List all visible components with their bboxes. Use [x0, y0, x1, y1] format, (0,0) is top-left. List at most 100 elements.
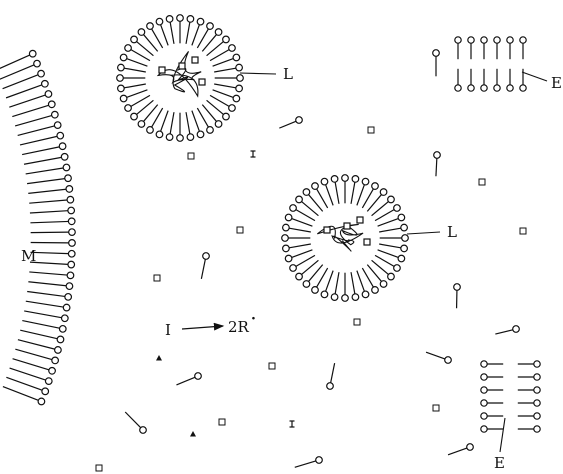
surfactant-molecule: [426, 352, 451, 363]
surfactant-tail: [448, 448, 467, 455]
surfactant-head: [296, 196, 303, 203]
surfactant-molecule: [20, 132, 64, 145]
surfactant-head: [534, 426, 540, 432]
surfactant-molecule: [468, 37, 474, 59]
surfactant-head: [166, 134, 173, 141]
surfactant-molecule: [210, 45, 235, 61]
liposome-top-leader: [240, 73, 276, 74]
surfactant-tail: [0, 65, 34, 80]
surfactant-head: [120, 95, 127, 102]
surfactant-tail: [152, 29, 163, 48]
surfactant-head: [481, 387, 487, 393]
surfactant-molecule: [351, 272, 359, 300]
surfactant-tail: [24, 157, 61, 164]
surfactant-tail: [295, 461, 316, 467]
surfactant-head: [131, 36, 138, 43]
surfactant-head: [362, 178, 369, 185]
surfactant-molecule: [331, 176, 339, 204]
label-leaders: [240, 72, 547, 452]
surfactant-molecule: [30, 218, 75, 225]
surfactant-head: [59, 326, 66, 333]
surfactant-molecule: [295, 457, 323, 468]
surfactant-head: [388, 196, 395, 203]
surfactant-head: [534, 400, 540, 406]
surfactant-head: [481, 361, 487, 367]
surfactant-tail: [426, 352, 445, 359]
surfactant-head: [283, 224, 290, 231]
surfactant-head: [52, 357, 59, 364]
surfactant-molecule: [327, 363, 335, 389]
surfactant-molecule: [372, 260, 395, 280]
surfactant-head: [233, 95, 240, 102]
surfactant-tail: [131, 95, 150, 106]
surfactant-head: [187, 16, 194, 23]
surfactant-molecule: [120, 90, 147, 102]
surfactant-molecule: [27, 291, 71, 300]
surfactant-molecule: [367, 189, 387, 212]
surfactant-molecule: [481, 37, 487, 59]
surfactant-tail: [152, 108, 163, 127]
surfactant-head: [534, 387, 540, 393]
surfactant-head: [534, 374, 540, 380]
surfactant-molecule: [518, 361, 540, 367]
surfactant-molecule: [494, 37, 500, 59]
surfactant-molecule: [197, 23, 213, 48]
surfactant-head: [61, 154, 68, 161]
surfactant-tail: [13, 359, 49, 370]
surfactant-molecule: [312, 183, 328, 208]
surfactant-head: [197, 131, 204, 138]
surfactant-tail: [27, 291, 65, 296]
surfactant-head: [38, 70, 45, 77]
surfactant-tail: [3, 75, 38, 89]
surfactant-molecule: [30, 261, 75, 268]
surfactant-tail: [161, 25, 169, 46]
surfactant-head: [290, 265, 297, 272]
surfactant-head: [481, 37, 487, 43]
liposome-top: [117, 15, 244, 142]
surfactant-tail: [192, 25, 200, 46]
liposome-top-label: L: [283, 65, 293, 83]
initiator-symbols: [251, 151, 295, 427]
surfactant-molecule: [379, 244, 407, 252]
surfactant-head: [45, 378, 52, 385]
surfactant-tail: [12, 105, 48, 116]
surfactant-head: [327, 383, 334, 390]
surfactant-head: [372, 287, 379, 294]
surfactant-tail: [289, 244, 311, 248]
surfactant-molecule: [117, 75, 146, 82]
surfactant-head: [394, 205, 401, 212]
surfactant-head: [388, 273, 395, 280]
surfactant-head: [68, 218, 75, 225]
surfactant-tail: [296, 210, 315, 221]
surfactant-head: [223, 113, 230, 120]
surfactant-head: [433, 50, 440, 57]
surfactant-head: [215, 121, 222, 128]
surfactant-molecule: [6, 80, 48, 97]
surfactant-tail: [26, 168, 64, 174]
surfactant-head: [215, 29, 222, 36]
surfactant-molecule: [24, 311, 68, 322]
surfactant-head: [362, 291, 369, 298]
surfactant-tail: [124, 84, 146, 88]
surfactant-head: [342, 175, 349, 182]
surfactant-molecule: [6, 377, 48, 394]
surfactant-tail: [326, 271, 334, 292]
surfactant-molecule: [125, 45, 150, 61]
surfactant-molecule: [380, 235, 409, 242]
surfactant-tail: [22, 147, 59, 155]
surfactant-head: [237, 75, 244, 82]
surfactant-head: [494, 37, 500, 43]
solute-square: [219, 419, 225, 425]
surfactant-molecule: [282, 235, 311, 242]
surfactant-head: [233, 54, 240, 61]
surfactant-head: [177, 15, 184, 22]
surfactant-head: [48, 101, 55, 108]
surfactant-molecule: [448, 444, 473, 455]
surfactant-tail: [30, 211, 68, 213]
surfactant-molecule: [192, 18, 204, 45]
surfactant-molecule: [201, 253, 209, 279]
surfactant-tail: [15, 116, 52, 126]
surfactant-molecule: [147, 23, 163, 48]
surfactant-head: [455, 37, 461, 43]
